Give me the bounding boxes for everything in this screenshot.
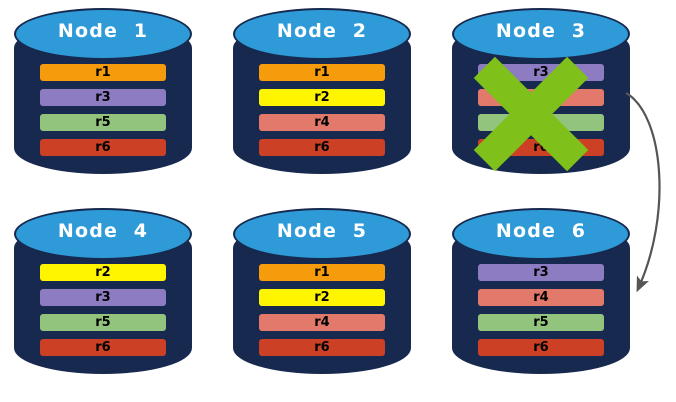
cylinder-top bbox=[233, 208, 411, 260]
replica-bar[interactable]: r5 bbox=[478, 114, 604, 131]
replica-bar[interactable]: r3 bbox=[40, 89, 166, 106]
arrow-path bbox=[625, 92, 661, 293]
cylinder-top bbox=[14, 8, 192, 60]
replica-bar[interactable]: r1 bbox=[40, 64, 166, 81]
replica-bar[interactable]: r5 bbox=[40, 114, 166, 131]
node-label: Node 2 bbox=[276, 20, 368, 42]
cylinder-top bbox=[233, 8, 411, 60]
node-6[interactable]: Node 6 r3 r4 r5 r6 bbox=[452, 208, 630, 388]
replica-bar[interactable]: r6 bbox=[259, 139, 385, 156]
replica-list: r1 r2 r4 r6 bbox=[259, 264, 385, 356]
node-label: Node 5 bbox=[276, 220, 368, 242]
cylinder-top bbox=[452, 208, 630, 260]
node-3[interactable]: Node 3 r3 r4 r5 r6 bbox=[452, 8, 630, 188]
replica-bar[interactable]: r3 bbox=[478, 264, 604, 281]
replica-bar[interactable]: r5 bbox=[40, 314, 166, 331]
replica-bar[interactable]: r4 bbox=[259, 114, 385, 131]
replica-bar[interactable]: r5 bbox=[478, 314, 604, 331]
replica-bar[interactable]: r6 bbox=[478, 339, 604, 356]
node-1[interactable]: Node 1 r1 r3 r5 r6 bbox=[14, 8, 192, 188]
replica-bar[interactable]: r1 bbox=[259, 64, 385, 81]
replica-list: r1 r3 r5 r6 bbox=[40, 64, 166, 156]
replica-list: r3 r4 r5 r6 bbox=[478, 64, 604, 156]
replica-bar[interactable]: r2 bbox=[259, 289, 385, 306]
replica-list: r1 r2 r4 r6 bbox=[259, 64, 385, 156]
node-5[interactable]: Node 5 r1 r2 r4 r6 bbox=[233, 208, 411, 388]
node-4[interactable]: Node 4 r2 r3 r5 r6 bbox=[14, 208, 192, 388]
replica-bar[interactable]: r3 bbox=[478, 64, 604, 81]
replica-bar[interactable]: r2 bbox=[259, 89, 385, 106]
replica-bar[interactable]: r1 bbox=[259, 264, 385, 281]
node-label: Node 3 bbox=[495, 20, 587, 42]
cylinder-top bbox=[14, 208, 192, 260]
node-label: Node 6 bbox=[495, 220, 587, 242]
replica-list: r2 r3 r5 r6 bbox=[40, 264, 166, 356]
node-2[interactable]: Node 2 r1 r2 r4 r6 bbox=[233, 8, 411, 188]
replica-bar[interactable]: r6 bbox=[40, 139, 166, 156]
replica-bar[interactable]: r4 bbox=[478, 289, 604, 306]
replica-bar[interactable]: r6 bbox=[259, 339, 385, 356]
replica-bar[interactable]: r3 bbox=[40, 289, 166, 306]
replica-bar[interactable]: r6 bbox=[40, 339, 166, 356]
replica-bar[interactable]: r2 bbox=[40, 264, 166, 281]
replica-bar[interactable]: r4 bbox=[259, 314, 385, 331]
node-label: Node 4 bbox=[57, 220, 149, 242]
replica-list: r3 r4 r5 r6 bbox=[478, 264, 604, 356]
replica-bar[interactable]: r6 bbox=[478, 139, 604, 156]
replica-bar[interactable]: r4 bbox=[478, 89, 604, 106]
node-label: Node 1 bbox=[57, 20, 149, 42]
